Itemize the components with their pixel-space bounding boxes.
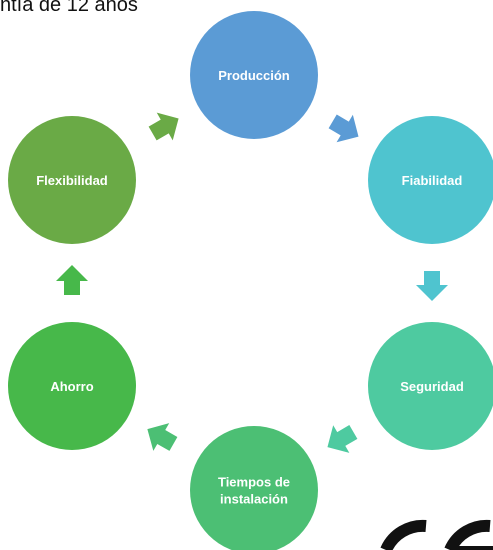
node-label-tiempos: Tiempos de bbox=[218, 475, 290, 490]
arrow-icon-flexibilidad-to-produccion bbox=[148, 112, 179, 141]
arrow-icon-tiempos-to-ahorro bbox=[147, 423, 178, 451]
node-label-ahorro: Ahorro bbox=[50, 379, 93, 394]
node-circle-fiabilidad bbox=[368, 116, 493, 244]
node-circle-flexibilidad bbox=[8, 116, 136, 244]
ce-mark-icon bbox=[368, 490, 493, 550]
node-circle-seguridad bbox=[368, 322, 493, 450]
node-label-tiempos: instalación bbox=[220, 492, 288, 507]
arrow-icon-seguridad-to-tiempos bbox=[327, 425, 358, 453]
node-tiempos: Tiempos de instalación bbox=[190, 426, 318, 550]
node-fiabilidad: Fiabilidad bbox=[368, 116, 493, 244]
node-flexibilidad: Flexibilidad bbox=[8, 116, 136, 244]
arrow-icon-fiabilidad-to-seguridad bbox=[416, 271, 448, 301]
arrow-icon-produccion-to-fiabilidad bbox=[328, 114, 359, 143]
node-label-seguridad: Seguridad bbox=[400, 379, 464, 394]
node-circle-ahorro bbox=[8, 322, 136, 450]
node-label-fiabilidad: Fiabilidad bbox=[402, 173, 463, 188]
node-label-flexibilidad: Flexibilidad bbox=[36, 173, 108, 188]
arrow-icon-ahorro-to-flexibilidad bbox=[56, 265, 88, 295]
node-circle-produccion bbox=[190, 11, 318, 139]
caption-text: ntía de 12 años bbox=[0, 0, 138, 16]
node-ahorro: Ahorro bbox=[8, 322, 136, 450]
node-circle-tiempos bbox=[190, 426, 318, 550]
node-produccion: Producción bbox=[190, 11, 318, 139]
node-seguridad: Seguridad bbox=[368, 322, 493, 450]
node-label-produccion: Producción bbox=[218, 68, 290, 83]
